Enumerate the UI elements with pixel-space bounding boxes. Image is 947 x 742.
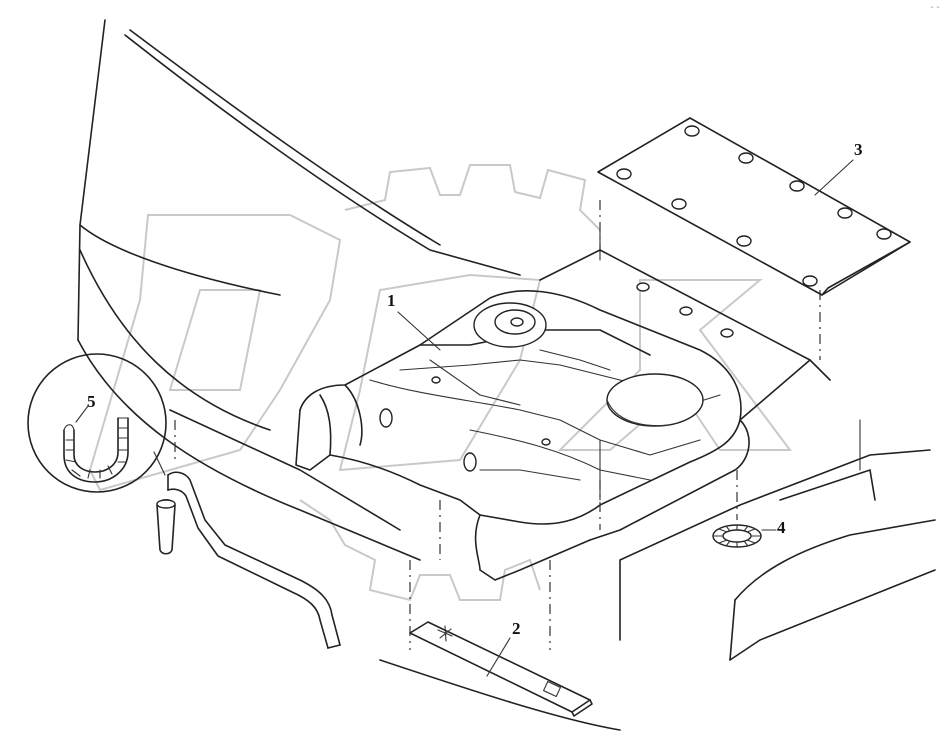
callout-3: 3 [854,140,863,159]
breather-hose [156,471,341,649]
part-1-fuel-tank [295,290,742,581]
part-2-bracket [409,621,593,717]
part-3-mounting-plate [597,117,911,296]
callout-2: 2 [512,619,521,638]
callout-4: 4 [777,518,786,537]
part-4-star-washer [712,470,762,548]
corner-mark: -- [928,2,941,13]
callout-5: 5 [87,392,96,411]
callout-1: 1 [387,291,396,310]
watermark-logo [88,164,792,602]
callout-leaders [75,159,854,677]
part-5-detail-circle [27,353,167,493]
vehicle-body-outline [77,19,936,731]
floor-panel [539,249,831,541]
